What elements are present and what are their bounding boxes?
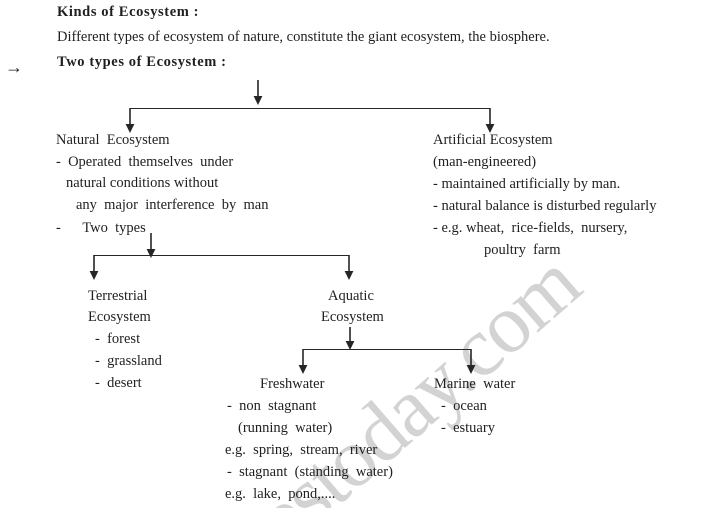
natural-line-1: - Operated themselves under — [56, 154, 234, 170]
connector-bar-level1 — [130, 108, 490, 109]
connector-bar-level3 — [303, 349, 471, 350]
artificial-line-2: - natural balance is disturbed regularly — [433, 198, 657, 214]
artificial-subtitle: (man-engineered) — [433, 154, 537, 170]
terrestrial-line-1: - forest — [95, 331, 141, 347]
connector-arrow-natural — [123, 108, 137, 134]
marine-line-2: - estuary — [441, 420, 495, 436]
natural-line-2: natural conditions without — [66, 175, 219, 191]
section-subtitle: Two types of Ecosystem : — [57, 54, 227, 70]
connector-arrow-aquatic — [342, 255, 356, 281]
terrestrial-title-line2: Ecosystem — [88, 309, 151, 325]
intro-paragraph: Different types of ecosystem of nature, … — [57, 29, 550, 45]
natural-line-4: - Two types — [56, 220, 146, 236]
connector-arrow-artificial — [483, 108, 497, 134]
freshwater-line-2: (running water) — [238, 420, 333, 436]
connector-arrow-aquatic-split — [343, 327, 357, 351]
connector-arrow-root — [251, 80, 265, 106]
connector-bar-level2 — [94, 255, 349, 256]
marine-line-1: - ocean — [441, 398, 487, 414]
terrestrial-line-3: - desert — [95, 375, 142, 391]
freshwater-line-5: e.g. lake, pond,.... — [225, 486, 336, 502]
freshwater-line-4: - stagnant (standing water) — [227, 464, 393, 480]
connector-arrow-freshwater — [296, 349, 310, 375]
natural-title: Natural Ecosystem — [56, 132, 170, 148]
freshwater-line-3: e.g. spring, stream, river — [225, 442, 378, 458]
artificial-line-4: poultry farm — [484, 242, 561, 258]
arrow-right-icon: → — [5, 57, 23, 77]
connector-arrow-terrestrial — [87, 255, 101, 281]
marine-title: Marine water — [434, 376, 516, 392]
freshwater-line-1: - non stagnant — [227, 398, 317, 414]
freshwater-title: Freshwater — [260, 376, 325, 392]
terrestrial-line-2: - grassland — [95, 353, 162, 369]
aquatic-title-line1: Aquatic — [328, 288, 374, 304]
natural-line-3: any major interference by man — [76, 197, 269, 213]
artificial-line-1: - maintained artificially by man. — [433, 176, 621, 192]
connector-arrow-marine — [464, 349, 478, 375]
artificial-title: Artificial Ecosystem — [433, 132, 553, 148]
aquatic-title-line2: Ecosystem — [321, 309, 384, 325]
artificial-line-3: - e.g. wheat, rice-fields, nursery, — [433, 220, 628, 236]
page-title: Kinds of Ecosystem : — [57, 4, 200, 20]
connector-arrow-twotypes — [144, 233, 158, 259]
terrestrial-title-line1: Terrestrial — [88, 288, 148, 304]
